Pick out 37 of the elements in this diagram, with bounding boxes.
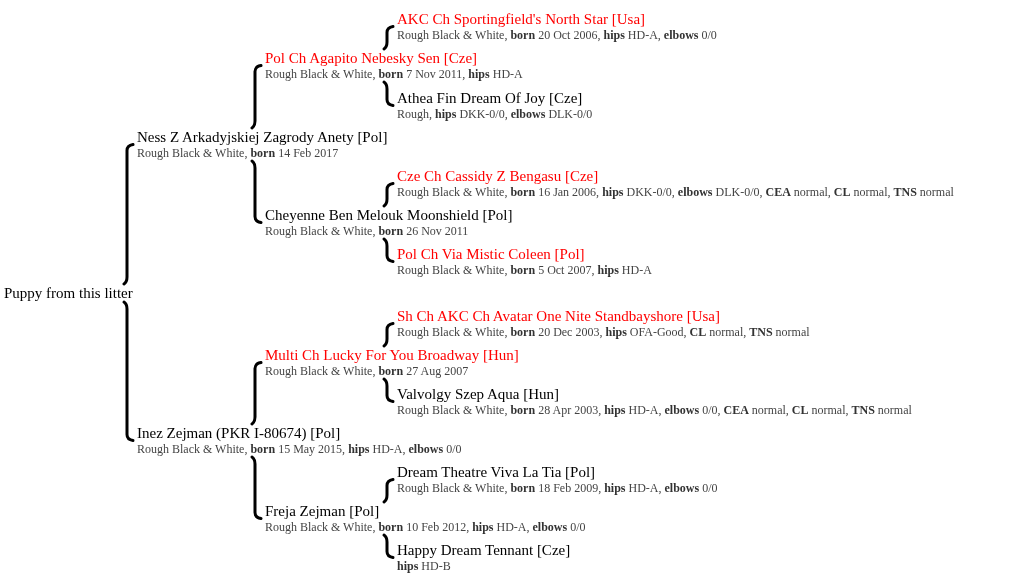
bracket-line (382, 80, 395, 107)
dog-name: Inez Zejman (PKR I-80674) [Pol] (137, 424, 341, 442)
dog-details: Rough Black & White, born 28 Apr 2003, hips HD-A, elbows 0/0, CEA normal, CL normal, TNS normal (397, 403, 912, 418)
dog-details: Rough Black & White, born 15 May 2015, hips HD-A, elbows 0/0 (137, 442, 462, 457)
dog-details: Rough Black & White, born 5 Oct 2007, hips HD-A (397, 263, 652, 278)
bracket-line (382, 377, 395, 403)
dog-name: Puppy from this litter (4, 284, 133, 302)
dog-details: Rough Black & White, born 7 Nov 2011, hips HD-A (265, 67, 523, 82)
dog-details: Rough Black & White, born 18 Feb 2009, hips HD-A, elbows 0/0 (397, 481, 718, 496)
dog-name: Freja Zejman [Pol] (265, 502, 380, 520)
dog-name: Athea Fin Dream Of Joy [Cze] (397, 89, 583, 107)
dog-name: Cheyenne Ben Melouk Moonshield [Pol] (265, 206, 513, 224)
dog-details: Rough Black & White, born 14 Feb 2017 (137, 146, 339, 161)
dog-details: Rough Black & White, born 10 Feb 2012, hips HD-A, elbows 0/0 (265, 520, 586, 535)
dog-details: Rough Black & White, born 26 Nov 2011 (265, 224, 469, 239)
dog-name: Sh Ch AKC Ch Avatar One Nite Standbayshore [Usa] (397, 307, 720, 325)
bracket-line (382, 322, 395, 348)
dog-name: AKC Ch Sportingfield's North Star [Usa] (397, 10, 646, 28)
dog-name: Cze Ch Cassidy Z Bengasu [Cze] (397, 167, 599, 185)
bracket-line (382, 533, 395, 559)
bracket-line (382, 182, 395, 208)
bracket-line (382, 237, 395, 263)
dog-name: Dream Theatre Viva La Tia [Pol] (397, 463, 596, 481)
dog-name: Happy Dream Tennant [Cze] (397, 541, 571, 559)
dog-name: Multi Ch Lucky For You Broadway [Hun] (265, 346, 519, 364)
dog-name: Pol Ch Agapito Nebesky Sen [Cze] (265, 49, 478, 67)
dog-name: Ness Z Arkadyjskiej Zagrody Anety [Pol] (137, 128, 388, 146)
bracket-line (382, 478, 395, 504)
bracket-line (382, 25, 395, 51)
dog-name: Valvolgy Szep Aqua [Hun] (397, 385, 560, 403)
dog-details: Rough Black & White, born 16 Jan 2006, hips DKK-0/0, elbows DLK-0/0, CEA normal, CL normal, TNS normal (397, 185, 954, 200)
dog-details: Rough Black & White, born 27 Aug 2007 (265, 364, 469, 379)
dog-details: Rough Black & White, born 20 Oct 2006, hips HD-A, elbows 0/0 (397, 28, 717, 43)
dog-details: hips HD-B (397, 559, 451, 574)
dog-details: Rough, hips DKK-0/0, elbows DLK-0/0 (397, 107, 593, 122)
dog-name: Pol Ch Via Mistic Coleen [Pol] (397, 245, 585, 263)
dog-details: Rough Black & White, born 20 Dec 2003, hips OFA-Good, CL normal, TNS normal (397, 325, 810, 340)
